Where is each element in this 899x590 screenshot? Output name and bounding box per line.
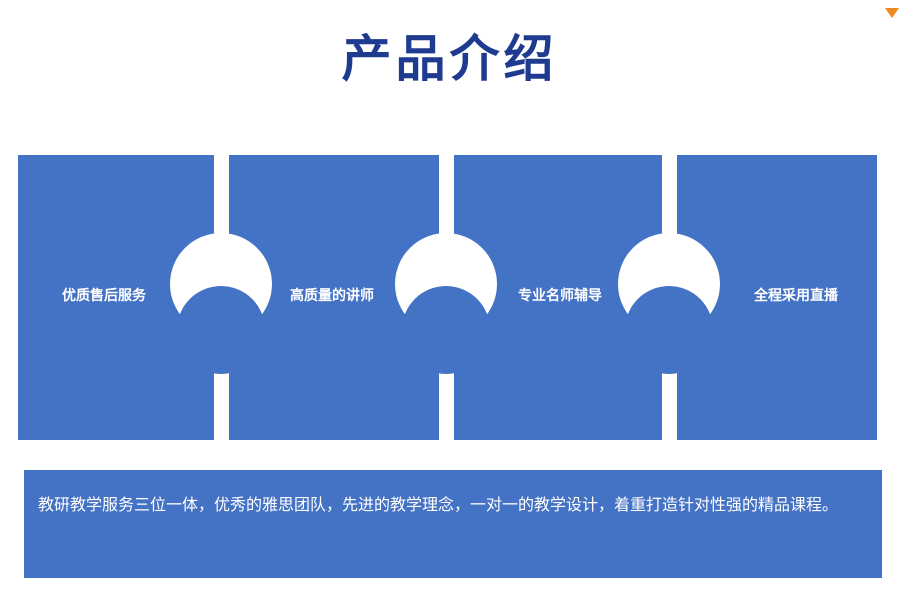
connector-3	[618, 233, 720, 374]
connector-1	[170, 233, 272, 374]
product-panels	[18, 155, 877, 440]
panel-label-teachers: 高质量的讲师	[290, 288, 374, 304]
description-text: 教研教学服务三位一体，优秀的雅思团队，先进的教学理念，一对一的教学设计，着重打造…	[38, 495, 839, 514]
connector-2	[395, 233, 497, 374]
panel-label-tutoring: 专业名师辅导	[518, 288, 602, 304]
panel-label-after-sales: 优质售后服务	[62, 288, 146, 304]
page-title: 产品介绍	[341, 30, 558, 88]
corner-decoration	[885, 8, 899, 18]
description-box: 教研教学服务三位一体，优秀的雅思团队，先进的教学理念，一对一的教学设计，着重打造…	[24, 470, 882, 578]
panel-label-live: 全程采用直播	[754, 288, 838, 304]
